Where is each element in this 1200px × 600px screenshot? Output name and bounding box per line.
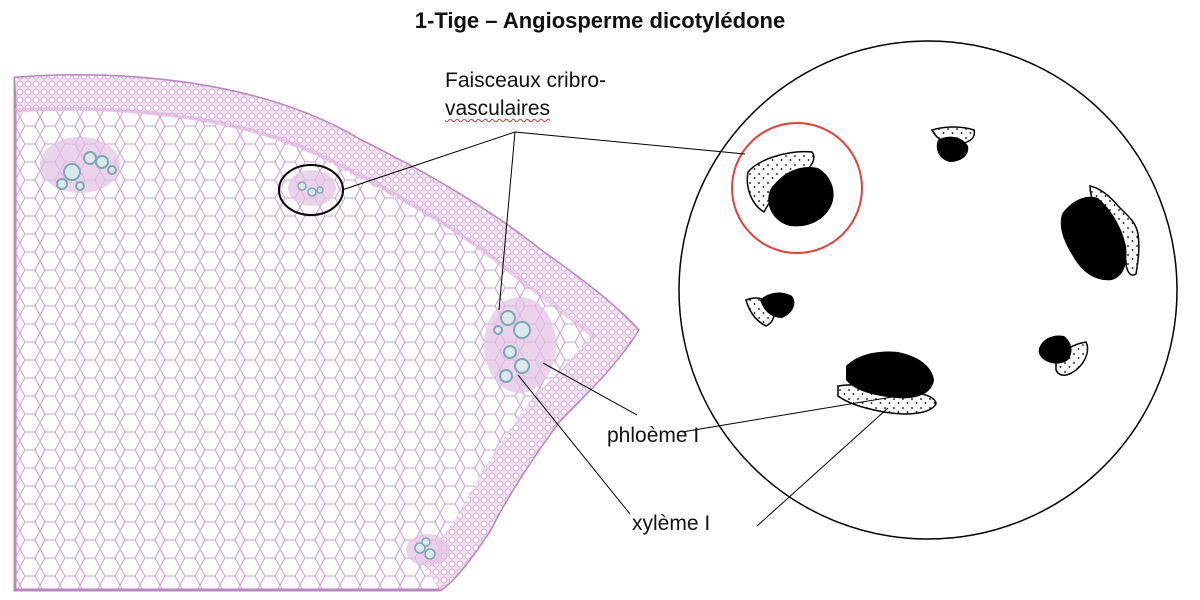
schematic-section-circle [678,40,1178,540]
vascular-bundle-micro-1 [40,137,120,193]
vascular-bundle-micro-2 [288,170,336,206]
label-faisceaux-line1: Faisceaux cribro- [445,69,607,92]
stem-micrograph [13,74,640,592]
xylem-shape [1060,196,1127,281]
label-xyleme: xylème I [632,512,711,535]
xylem-shape [1038,335,1072,364]
leader-lines [341,131,899,527]
label-faisceaux-cribro-vasculaires: Faisceaux cribro- vasculaires [445,67,606,123]
figure-title: 1-Tige – Angiosperme dicotylédone [414,8,786,33]
label-faisceaux-line2: vasculaires [445,97,551,120]
schematic-bundle-2 [930,126,976,162]
xylem-shape [846,351,934,399]
schematic-bundle-5 [1038,335,1089,376]
schematic-bundle-6 [837,351,937,415]
xylem-shape [936,136,969,162]
xylem-shape [768,166,834,227]
schematic-bundle-3 [1060,185,1140,281]
highlighted-bundle-circle [731,122,863,254]
vascular-bundle-micro-3 [484,297,556,393]
vascular-bundle-micro-4 [406,534,450,566]
schematic-bundle-4 [745,292,795,327]
label-phloeme: phloème I [607,424,700,447]
xylem-shape [760,292,795,318]
schematic-bundle-1 [746,150,834,227]
